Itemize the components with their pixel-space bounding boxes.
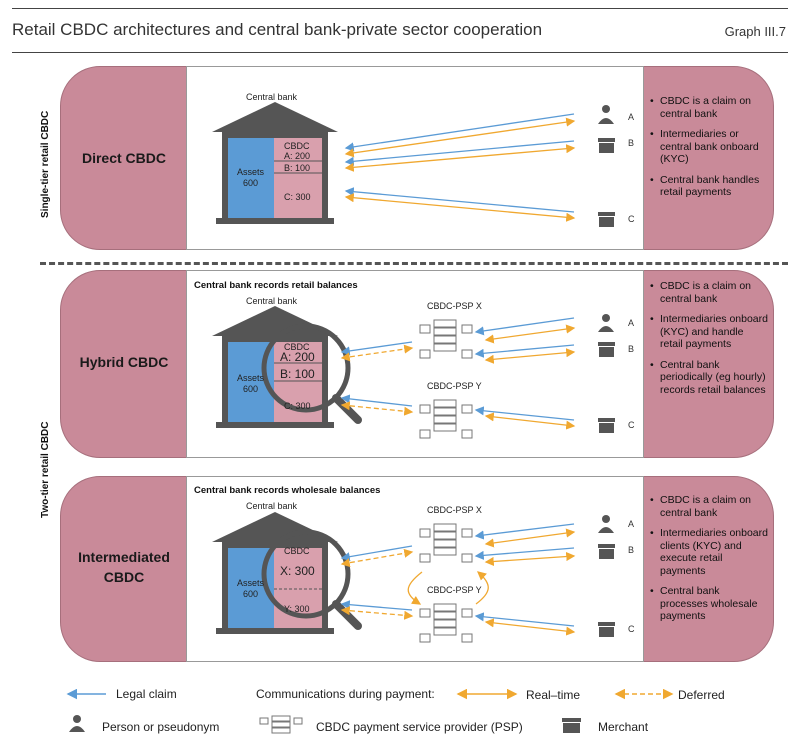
bullet: Central bank processes wholesale payment… [648,585,768,623]
hybrid-arrows [340,317,576,430]
letter-a: A [628,519,635,529]
letter-c: C [628,420,635,430]
hybrid-section-title: Central bank records retail balances [194,280,358,291]
central-bank-label: Central bank [246,92,298,102]
hybrid-bullets: CBDC is a claim on central bank Intermed… [648,280,768,404]
bullet: Intermediaries or central bank onboard (… [648,128,768,166]
direct-cbdc-label: Direct CBDC [81,150,166,166]
psp-icon [419,319,473,359]
legend-real-time: Real–time [526,688,581,702]
psp-icon [419,399,473,439]
intermediated-section-title: Central bank records wholesale balances [194,485,381,496]
intermediated-cbdc-label-2: CBDC [103,569,145,585]
psp-icon [419,603,473,643]
entry-a: A: 200 [280,350,315,364]
entry-c: C: 300 [284,401,311,411]
assets-value: 600 [243,384,259,394]
bullet: Intermediaries onboard (KYC) and handle … [648,313,768,351]
assets-label: Assets [237,373,265,383]
assets-value: 600 [243,589,259,599]
letter-a: A [628,112,635,122]
merchant-icon [598,138,615,153]
two-tier-label: Two-tier retail CBDC [40,421,51,519]
letter-a: A [628,318,635,328]
intermediated-bullets: CBDC is a claim on central bank Intermed… [648,494,768,631]
direct-arrows [344,113,576,222]
entry-c: C: 300 [284,192,311,202]
graph-title: Retail CBDC architectures and central ba… [12,20,543,39]
assets-label: Assets [237,578,265,588]
bullet: CBDC is a claim on central bank [648,95,768,120]
intermediated-arrows [340,523,576,636]
central-bank-label: Central bank [246,296,298,306]
psp-y-label: CBDC-PSP Y [427,585,482,595]
merchant-icon [598,622,615,637]
bullet: Intermediaries onboard clients (KYC) and… [648,527,768,577]
legend-psp: CBDC payment service provider (PSP) [316,720,523,734]
letter-c: C [628,624,635,634]
cbdc-label: CBDC [284,141,310,151]
legend-legal-claim: Legal claim [116,687,177,701]
intermediated-cbdc-label-1: Intermediated [78,549,170,565]
person-icon [69,715,85,732]
merchant-icon [598,342,615,357]
hybrid-cbdc-label: Hybrid CBDC [79,354,169,370]
letter-c: C [628,214,635,224]
legend-deferred: Deferred [678,688,725,702]
direct-diagram [212,102,615,227]
hybrid-diagram [212,306,615,439]
direct-bullets: CBDC is a claim on central bank Intermed… [648,95,768,207]
bullet: Central bank periodically (eg hourly) re… [648,359,768,397]
merchant-icon [562,718,581,733]
legend-communications: Communications during payment: [256,687,435,701]
entry-y: Y: 300 [284,604,310,614]
legend-person: Person or pseudonym [102,720,220,734]
entry-b: B: 100 [280,367,315,381]
psp-y-label: CBDC-PSP Y [427,381,482,391]
tier-divider [40,262,788,265]
merchant-icon [598,212,615,227]
psp-icon [419,523,473,563]
letter-b: B [628,344,635,354]
bullet: CBDC is a claim on central bank [648,280,768,305]
legend-merchant: Merchant [598,720,649,734]
psp-x-label: CBDC-PSP X [427,505,482,515]
entry-b: B: 100 [284,163,311,173]
intermediated-diagram [212,512,615,643]
graph-number: Graph III.7 [724,24,786,39]
psp-icon [259,715,303,734]
assets-value: 600 [243,178,259,188]
entry-x: X: 300 [280,564,315,578]
psp-x-label: CBDC-PSP X [427,301,482,311]
entry-a: A: 200 [284,151,311,161]
cbdc-label: CBDC [284,546,310,556]
merchant-icon [598,544,615,559]
merchant-icon [598,418,615,433]
central-bank-label: Central bank [246,501,298,511]
letter-b: B [628,138,635,148]
legend-graphics [66,688,674,734]
assets-label: Assets [237,167,265,177]
header-rule [12,52,788,53]
person-icon [598,105,614,124]
bullet: Central bank handles retail payments [648,174,768,199]
letter-b: B [628,545,635,555]
bullet: CBDC is a claim on central bank [648,494,768,519]
cbdc-label: CBDC [284,342,310,352]
single-tier-label: Single-tier retail CBDC [40,110,51,218]
person-icon [598,314,614,332]
person-icon [598,515,614,533]
top-rule [12,8,788,9]
central-bank-building [212,102,338,224]
